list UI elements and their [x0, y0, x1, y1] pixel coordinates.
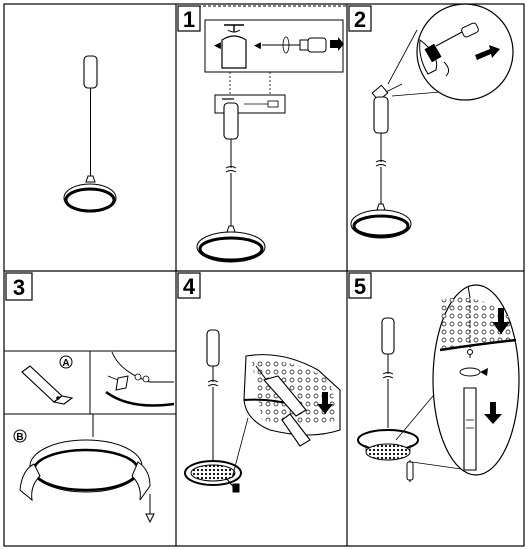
step-2-number: 2 — [354, 7, 366, 32]
step-2-panel: 2 — [348, 3, 514, 239]
step-5-detail-callout — [395, 284, 520, 476]
substep-a-detail — [105, 351, 175, 407]
step-1-detail-callout: ◀ ◀ — [204, 19, 344, 73]
step-4-number: 4 — [183, 274, 196, 299]
step-2-detail-callout — [387, 3, 514, 101]
overview-lamp-illustration — [63, 55, 117, 213]
substep-a-label: A — [62, 358, 69, 369]
step-2-lamp — [350, 83, 412, 239]
step-4-lamp — [184, 329, 242, 493]
step-4-panel: 4 — [177, 272, 341, 493]
substep-b-label: B — [16, 432, 23, 443]
step-5-number: 5 — [354, 274, 366, 299]
step-1-number: 1 — [183, 7, 195, 32]
svg-text:◀: ◀ — [214, 40, 221, 50]
step-5-lamp — [357, 317, 419, 482]
substep-a-bracket — [21, 355, 74, 405]
step-5-panel: 5 — [348, 272, 520, 482]
svg-text:◀: ◀ — [254, 40, 261, 50]
step-1-lamp — [196, 102, 266, 263]
step-1-panel: 1 ◀ ◀ — [177, 5, 346, 263]
substep-b-detail — [13, 414, 155, 524]
step-3-number: 3 — [13, 275, 25, 300]
panel-grid — [3, 3, 525, 547]
step-4-detail-callout — [231, 354, 341, 479]
step-3-panel: 3 A — [4, 272, 176, 524]
